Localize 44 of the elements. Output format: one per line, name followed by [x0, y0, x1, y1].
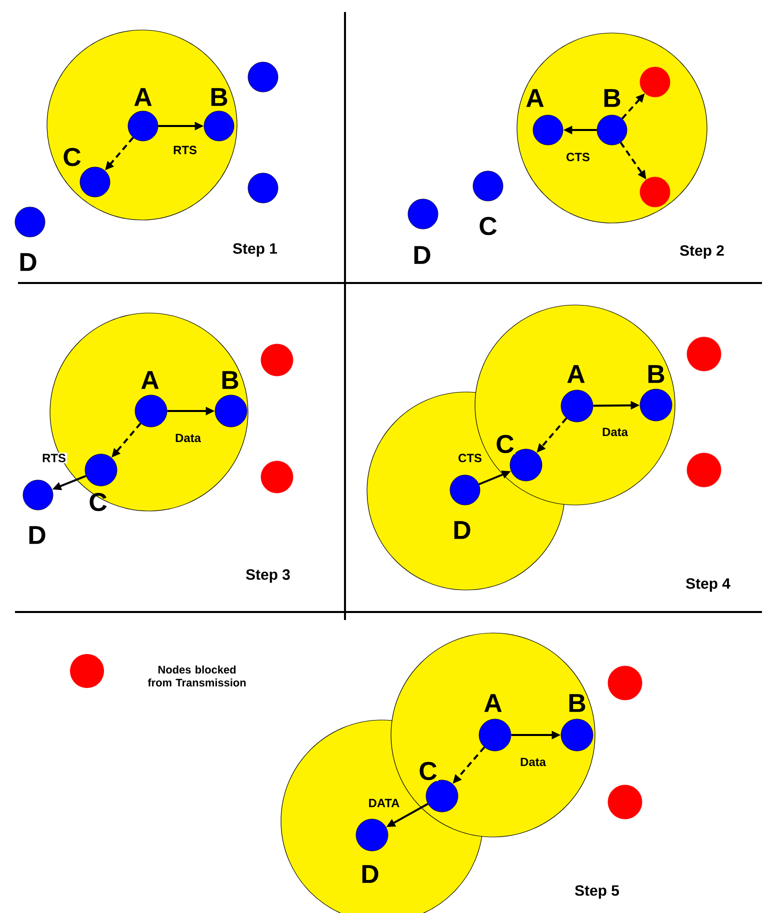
edge-label: Data	[519, 756, 547, 768]
node-letter: C	[480, 216, 497, 236]
station-circle	[608, 666, 642, 700]
edge-label: CTS	[457, 452, 483, 464]
node-letter: A	[141, 371, 159, 389]
node-letter: D	[362, 865, 378, 883]
node-letter: A	[567, 365, 585, 383]
station-circle	[248, 172, 278, 204]
edge-label: Data	[174, 432, 202, 444]
edge-label: Data	[601, 426, 629, 438]
station-circle	[260, 344, 294, 376]
station-circle	[608, 784, 642, 820]
edge-label: RTS	[41, 452, 67, 464]
station-circle	[248, 62, 278, 92]
station-circle	[640, 66, 670, 98]
node-letter: C	[90, 492, 107, 512]
node-letter: D	[29, 526, 46, 544]
node-letter: B	[604, 89, 620, 107]
step-label: Step 5	[575, 885, 619, 899]
step-label: Step 4	[686, 578, 730, 592]
node-letter: B	[648, 365, 664, 383]
step-label: Step 3	[246, 569, 290, 583]
station-circle	[686, 452, 722, 488]
node-letter: B	[211, 88, 228, 106]
step-label: Step 2	[680, 245, 724, 259]
node-letter: A	[484, 694, 502, 712]
node-letter: C	[418, 760, 438, 782]
station-circle	[686, 336, 722, 372]
node-letter: C	[64, 148, 81, 166]
node-letter: B	[569, 694, 586, 712]
edge-label: RTS	[172, 144, 198, 156]
step-label: Step 1	[233, 243, 277, 257]
legend-text: Nodes blocked from Transmission	[148, 666, 246, 686]
station-circle	[640, 176, 670, 208]
node-letter: D	[454, 521, 470, 539]
node-letter: B	[222, 371, 238, 389]
edge-label: CTS	[565, 152, 591, 162]
station-circle	[260, 460, 294, 494]
node-letter: C	[494, 434, 516, 454]
node-letter: D	[414, 246, 430, 264]
node-letter: A	[134, 88, 152, 106]
node-letter: D	[20, 253, 36, 271]
range-circle	[46, 30, 238, 220]
node-letter: A	[526, 89, 544, 107]
